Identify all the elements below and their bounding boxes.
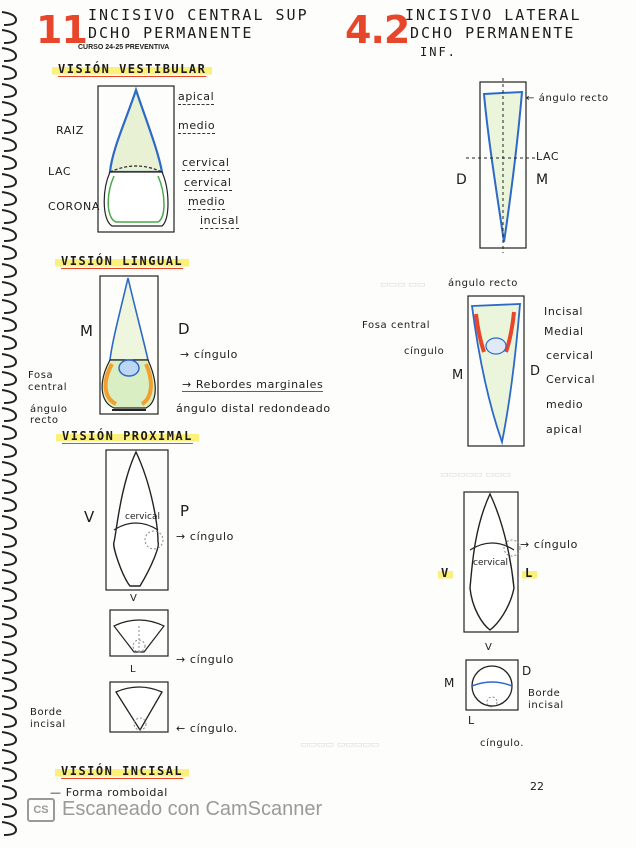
label-borde-incisal: Borde incisal bbox=[30, 707, 90, 731]
right-title-line1: INCISIVO LATERAL bbox=[405, 7, 582, 24]
left-title-line1: INCISIVO CENTRAL SUP bbox=[88, 7, 309, 24]
proximal-section-drawing bbox=[104, 606, 174, 666]
right-incisal-view-drawing bbox=[460, 656, 524, 716]
label-right-proximal-m: M bbox=[444, 676, 454, 690]
label-right-lingual-m: M bbox=[452, 368, 463, 383]
section-vision-proximal: VISIÓN PROXIMAL bbox=[56, 429, 199, 443]
label-right-proximal-cingulo-2: cíngulo. bbox=[480, 738, 524, 749]
label-right-proximal-d: D bbox=[522, 664, 531, 678]
cingulo-text: cíngulo bbox=[190, 530, 234, 543]
label-corona: CORONA bbox=[48, 200, 100, 213]
right-title-line3: INF. bbox=[420, 44, 457, 61]
label-lac: LAC bbox=[48, 165, 71, 178]
lingual-tooth-drawing bbox=[88, 272, 168, 422]
cingulo-text: cíngulo bbox=[534, 538, 578, 551]
label-proximal-cingulo-3: ← cíngulo. bbox=[176, 722, 238, 735]
rebordes-text: Rebordes marginales bbox=[196, 378, 323, 391]
label-p: P bbox=[180, 502, 189, 520]
right-title-line2: DCHO PERMANENTE bbox=[410, 25, 575, 42]
label-proximal-cingulo-2: → cíngulo bbox=[176, 653, 234, 666]
label-proximal-cervical: cervical bbox=[125, 512, 160, 522]
section-vision-vestibular: VISIÓN VESTIBULAR bbox=[52, 62, 212, 76]
label-right-cervical: cervical bbox=[546, 349, 594, 362]
incisal-view-drawing bbox=[104, 678, 174, 738]
left-title-line2: DCHO PERMANENTE bbox=[88, 25, 253, 42]
vestibular-tooth-drawing bbox=[90, 80, 180, 240]
label-right-apical: apical bbox=[546, 423, 582, 436]
section-vision-lingual: VISIÓN LINGUAL bbox=[55, 254, 189, 268]
label-right-lingual-angulo-recto: ángulo recto bbox=[448, 278, 518, 289]
label-cingulo: → cíngulo bbox=[180, 348, 238, 361]
label-fosa-central: Fosa central bbox=[28, 370, 74, 394]
label-proximal-v2: V bbox=[130, 593, 137, 604]
label-angulo-distal: ángulo distal redondeado bbox=[176, 402, 331, 415]
label-m: M bbox=[80, 322, 93, 340]
section-vision-incisal: VISIÓN INCISAL bbox=[55, 764, 189, 778]
label-raiz: RAIZ bbox=[56, 124, 84, 137]
bleed-through-text: ▭▭▭ ▭▭ bbox=[380, 280, 425, 290]
label-d: D bbox=[178, 320, 190, 338]
label-right-medio: medio bbox=[546, 398, 583, 411]
bleed-through-text: ▭▭▭▭▭ ▭▭▭ bbox=[440, 470, 511, 480]
camscanner-logo: CS bbox=[27, 798, 55, 822]
label-proximal-l: L bbox=[130, 664, 136, 675]
label-v: V bbox=[84, 508, 94, 526]
course-label: CURSO 24-25 PREVENTIVA bbox=[78, 44, 169, 51]
label-right-cingulo: cíngulo bbox=[404, 346, 444, 357]
label-medio-2: medio bbox=[188, 195, 225, 210]
label-right-lac: LAC bbox=[536, 150, 559, 163]
right-tooth-number: 4.2 bbox=[345, 8, 409, 52]
label-right-proximal-l: L bbox=[522, 566, 537, 580]
camscanner-watermark: Escaneado con CamScanner bbox=[62, 798, 322, 821]
spiral-binding bbox=[0, 0, 20, 848]
label-right-m: M bbox=[536, 172, 548, 188]
label-right-cervical-2: Cervical bbox=[546, 373, 595, 386]
label-right-proximal-l2: L bbox=[468, 714, 474, 727]
label-right-fosa-central: Fosa central bbox=[362, 320, 430, 331]
label-incisal: incisal bbox=[200, 214, 239, 229]
right-lingual-tooth-drawing bbox=[458, 292, 534, 452]
label-cervical-1: cervical bbox=[182, 156, 230, 171]
cingulo-text: cíngulo bbox=[190, 653, 234, 666]
label-proximal-cingulo: → cíngulo bbox=[176, 530, 234, 543]
label-right-proximal-v2: V bbox=[485, 642, 492, 653]
label-right-angulo-recto: ← ángulo recto bbox=[526, 93, 609, 104]
cingulo-text: cíngulo. bbox=[190, 722, 238, 735]
label-right-proximal-cingulo: → cíngulo bbox=[520, 538, 578, 551]
label-apical: apical bbox=[178, 90, 214, 105]
right-vestibular-tooth-drawing bbox=[466, 78, 536, 253]
label-right-borde-incisal: Borde incisal bbox=[528, 688, 588, 712]
bleed-through-text: ▭▭▭▭ ▭▭▭▭▭ bbox=[300, 740, 379, 750]
label-angulo-recto: ángulo recto bbox=[30, 404, 80, 426]
label-right-d: D bbox=[456, 172, 467, 188]
label-cervical-2: cervical bbox=[184, 176, 232, 191]
label-right-lingual-d: D bbox=[530, 364, 540, 379]
angulo-recto-text: ángulo recto bbox=[539, 93, 609, 104]
label-right-incisal: Incisal bbox=[544, 305, 583, 318]
page-number: 22 bbox=[530, 780, 544, 793]
label-right-proximal-cervical: cervical bbox=[473, 558, 508, 568]
label-right-proximal-v: V bbox=[438, 566, 453, 580]
label-right-medial: Medial bbox=[544, 325, 584, 338]
cingulo-text: cíngulo bbox=[194, 348, 238, 361]
label-rebordes-marginales: → Rebordes marginales bbox=[182, 378, 323, 392]
label-medio: medio bbox=[178, 119, 215, 134]
